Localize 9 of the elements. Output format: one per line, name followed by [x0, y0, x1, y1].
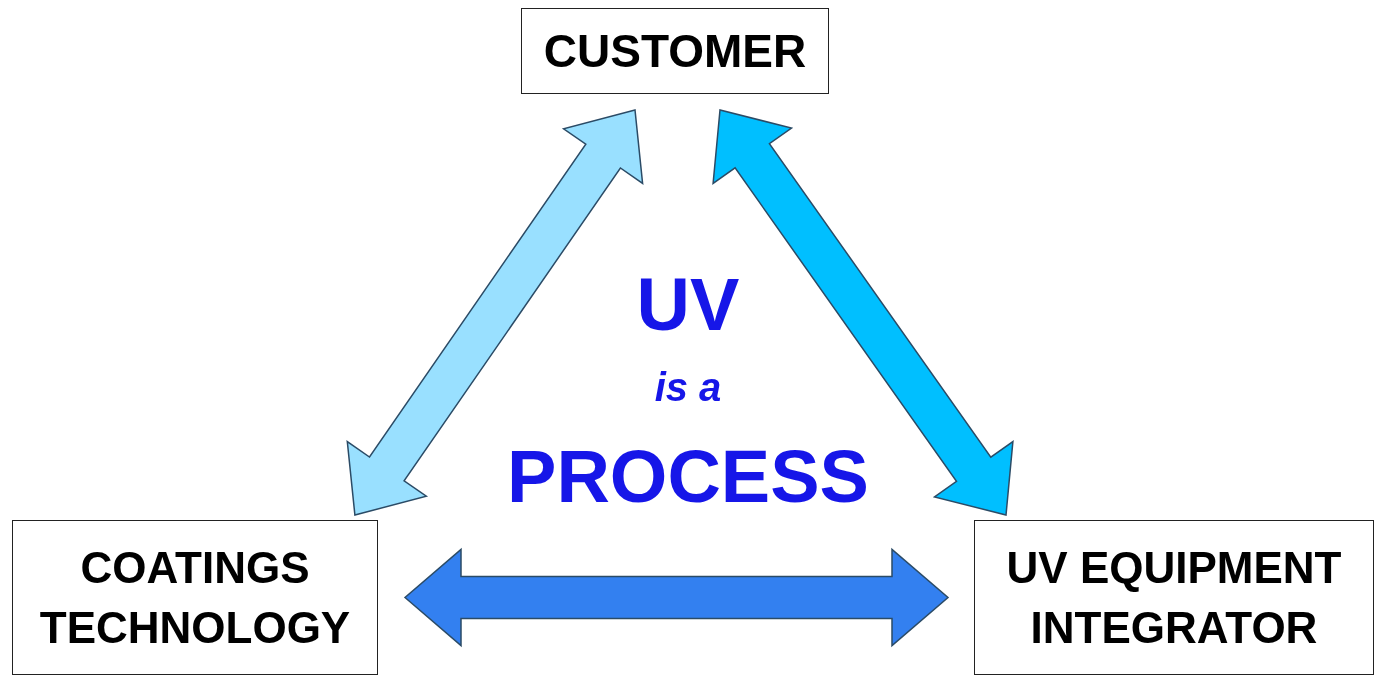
- text-box: UV EQUIPMENT INTEGRATOR: [974, 520, 1374, 675]
- double-arrow: [712, 109, 1014, 516]
- double-arrow: [403, 547, 950, 648]
- double-arrow: [346, 109, 644, 516]
- center-heading: PROCESS: [507, 440, 869, 514]
- text-box: COATINGS TECHNOLOGY: [12, 520, 378, 675]
- center-heading: UV: [636, 268, 740, 342]
- text-box: CUSTOMER: [521, 8, 829, 94]
- center-heading: is a: [654, 367, 722, 407]
